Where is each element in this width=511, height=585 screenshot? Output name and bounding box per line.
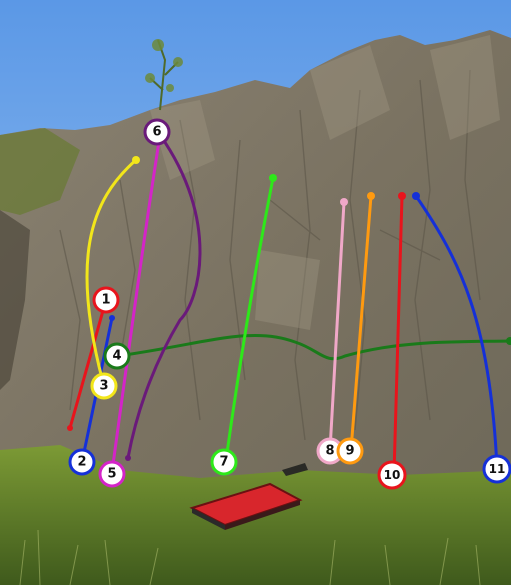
route-marker-1[interactable]: 1 xyxy=(92,286,120,314)
svg-text:3: 3 xyxy=(99,379,108,394)
route-marker-4[interactable]: 4 xyxy=(103,342,131,370)
route-line-11 xyxy=(414,194,499,470)
route-line-5 xyxy=(110,133,162,474)
svg-text:9: 9 xyxy=(345,444,354,459)
svg-text:7: 7 xyxy=(219,455,228,470)
rock-highlights xyxy=(150,35,500,330)
route-marker-7[interactable]: 7 xyxy=(210,448,238,476)
bag xyxy=(282,463,308,476)
route-line-6 xyxy=(126,133,202,460)
route-marker-10[interactable]: 10 xyxy=(377,460,407,490)
shadow-left xyxy=(0,210,30,390)
svg-text:8: 8 xyxy=(325,444,334,459)
route-line-10 xyxy=(392,194,404,476)
route-marker-2[interactable]: 2 xyxy=(68,448,96,476)
svg-text:11: 11 xyxy=(489,462,506,476)
route-marker-11[interactable]: 11 xyxy=(482,454,511,484)
route-line-8 xyxy=(328,200,346,452)
route-line-3 xyxy=(85,158,138,388)
svg-text:4: 4 xyxy=(112,349,121,364)
svg-text:10: 10 xyxy=(384,468,401,482)
route-line-9 xyxy=(349,194,373,452)
tree-foliage xyxy=(145,39,183,92)
route-marker-5[interactable]: 5 xyxy=(98,460,126,488)
grass-blades xyxy=(19,529,481,585)
rock-texture xyxy=(59,69,481,441)
route-top-dots xyxy=(67,156,511,461)
route-line-7 xyxy=(224,176,275,462)
route-line-1 xyxy=(68,298,108,430)
route-marker-6[interactable]: 6 xyxy=(143,118,171,146)
svg-text:2: 2 xyxy=(77,455,86,470)
route-lines xyxy=(68,133,511,476)
svg-text:5: 5 xyxy=(107,467,116,482)
route-marker-3[interactable]: 3 xyxy=(90,372,118,400)
svg-text:6: 6 xyxy=(152,125,161,140)
left-ledge xyxy=(0,128,80,215)
route-markers: 1 2 3 4 5 6 7 8 xyxy=(68,118,511,490)
crash-pad xyxy=(189,482,303,530)
svg-text:1: 1 xyxy=(101,293,110,308)
route-line-4 xyxy=(115,333,511,361)
route-marker-9[interactable]: 9 xyxy=(336,437,364,465)
